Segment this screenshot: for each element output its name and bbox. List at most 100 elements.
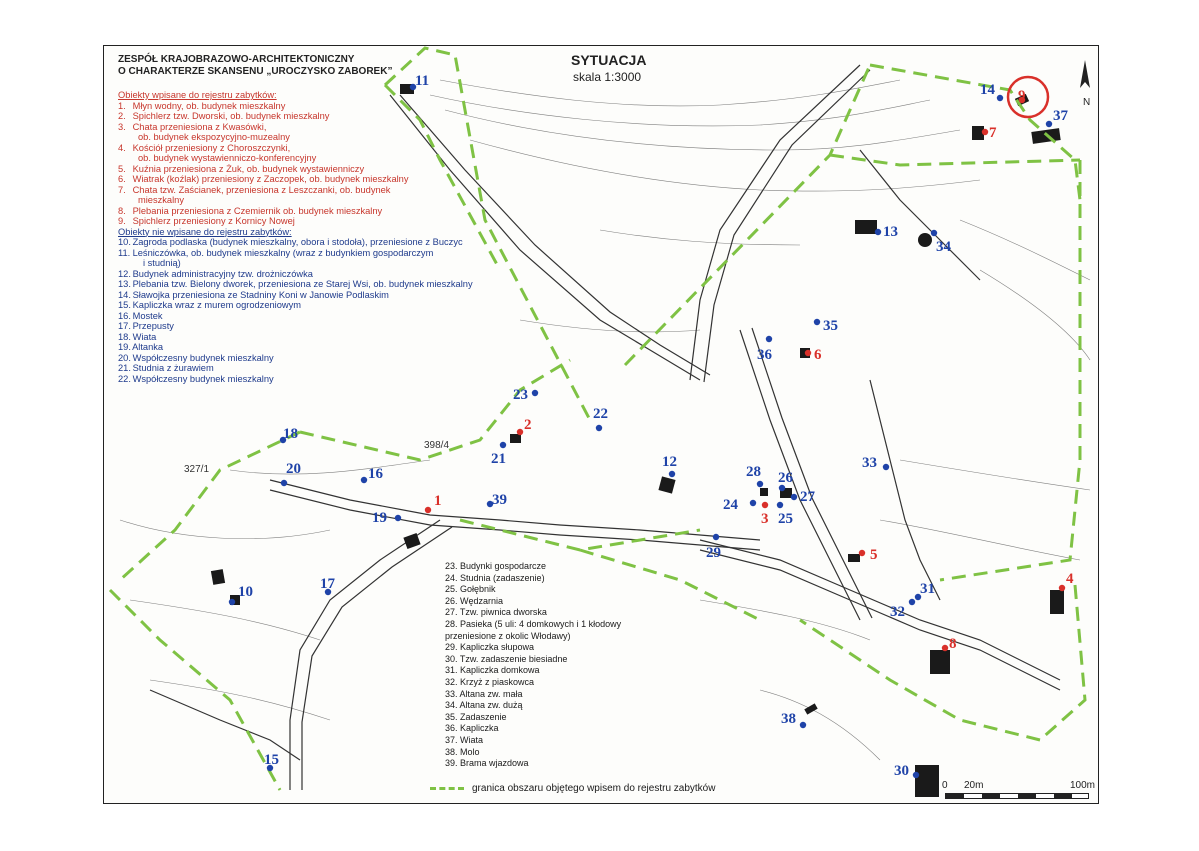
unregistered-marker-dot <box>776 501 784 509</box>
unregistered-marker-dot <box>266 764 274 772</box>
legend-item: 11. Leśniczówka, ob. budynek mieszkalny … <box>118 248 473 259</box>
legend-item: 8. Plebania przeniesiona z Czemiernik ob… <box>118 206 473 217</box>
registered-marker-dot <box>804 349 812 357</box>
unregistered-marker-dot <box>930 229 938 237</box>
legend-item: 28. Pasieka (5 uli: 4 domkowych i 1 kłod… <box>445 618 622 629</box>
legend-item: 17. Przepusty <box>118 321 473 332</box>
unregistered-marker-dot <box>324 588 332 596</box>
legend-item: 12. Budynek administracyjny tzw. drożnic… <box>118 269 473 280</box>
legend-item-text: i studnią) <box>143 258 181 268</box>
org-title-line1: ZESPÓŁ KRAJOBRAZOWO-ARCHITEKTONICZNY <box>118 54 355 65</box>
registered-marker-label: 5 <box>870 547 878 563</box>
unregistered-marker-dot <box>756 480 764 488</box>
unregistered-marker-dot <box>908 598 916 606</box>
contour-lines <box>119 79 1091 761</box>
legend-item-text: Kuźnia przeniesiona z Żuk, ob. budynek w… <box>130 163 365 174</box>
registered-marker-dot <box>941 644 949 652</box>
unregistered-marker-dot <box>279 436 287 444</box>
legend-item: 4. Kościół przeniesiony z Choroszczynki, <box>118 143 473 154</box>
registered-header: Obiekty wpisane do rejestru zabytków: <box>118 90 277 100</box>
unregistered-marker-dot <box>360 476 368 484</box>
unregistered-marker-label: 10 <box>238 584 253 600</box>
unregistered-marker-dot <box>499 441 507 449</box>
legend-item-number: 4. <box>118 142 126 153</box>
legend-item: 39. Brama wjazdowa <box>445 758 529 769</box>
boundary-legend-text: granica obszaru objętego wpisem do rejes… <box>472 783 716 794</box>
unregistered-marker-dot <box>409 83 417 91</box>
legend-item: 24. Studnia (zadaszenie) <box>445 572 545 583</box>
legend-item-text: Leśniczówka, ob. budynek mieszkalny (wra… <box>130 247 434 258</box>
legend-item: 15. Kapliczka wraz z murem ogrodzeniowym <box>118 300 473 311</box>
unregistered-marker-dot <box>668 470 676 478</box>
unregistered-marker-dot <box>749 499 757 507</box>
legend-panel: Obiekty wpisane do rejestru zabytków: 1.… <box>118 90 473 384</box>
legend-item-text: Kościół przeniesiony z Choroszczynki, <box>130 142 291 153</box>
registered-marker-dot <box>761 501 769 509</box>
legend-item-number: 8. <box>118 205 126 216</box>
legend-item-text: Kapliczka wraz z murem ogrodzeniowym <box>130 300 302 310</box>
legend-item: 6. Wiatrak (koźlak) przeniesiony z Zaczo… <box>118 174 473 185</box>
unregistered-marker-dot <box>1045 120 1053 128</box>
legend-item: 13. Plebania tzw. Bielony dworek, przeni… <box>118 279 473 290</box>
unregistered-marker-label: 37 <box>1053 108 1069 124</box>
legend-item-text: Plebania tzw. Bielony dworek, przeniesio… <box>130 279 473 289</box>
legend-item: 2. Spichlerz tzw. Dworski, ob. budynek m… <box>118 111 473 122</box>
legend-item: 20. Współczesny budynek mieszkalny <box>118 353 473 364</box>
legend-item: 7. Chata tzw. Zaścianek, przeniesiona z … <box>118 185 473 196</box>
unregistered-marker-dot <box>813 318 821 326</box>
registered-marker-label: 4 <box>1066 571 1074 587</box>
registered-marker-dot <box>516 428 524 436</box>
legend-item: 32. Krzyż z piaskowca <box>445 676 535 687</box>
legend-item: 22. Współczesny budynek mieszkalny <box>118 374 473 385</box>
legend-item-number: 19. <box>118 342 131 352</box>
legend-item: 1. Młyn wodny, ob. budynek mieszkalny <box>118 101 473 112</box>
legend-item-number: 11. <box>118 247 131 258</box>
legend-item: 27. Tzw. piwnica dworska <box>445 607 547 618</box>
unregistered-marker-label: 16 <box>368 466 384 482</box>
legend-item-text: Plebania przeniesiona z Czemiernik ob. b… <box>130 205 383 216</box>
legend-item-number: 5. <box>118 163 126 174</box>
legend-item: ob. budynek ekspozycyjno-muzealny <box>118 132 473 143</box>
legend-item: 10. Zagroda podlaska (budynek mieszkalny… <box>118 237 473 248</box>
unregistered-marker-dot <box>790 493 798 501</box>
legend-item: 38. Molo <box>445 746 480 757</box>
unregistered-marker-label: 28 <box>746 464 761 480</box>
unregistered-marker-label: 31 <box>920 581 935 597</box>
legend-item-number: 14. <box>118 289 131 300</box>
legend-item: 35. Zadaszenie <box>445 711 507 722</box>
legend-item: 9. Spichlerz przeniesiony z Kornicy Nowe… <box>118 216 473 227</box>
legend-item-number: 2. <box>118 111 126 121</box>
object-markers: 1234567891011121314151617181920212223242… <box>228 73 1074 779</box>
unregistered-marker-dot <box>765 335 773 343</box>
highlight-circle <box>1006 75 1050 119</box>
unregistered-header: Obiekty nie wpisane do rejestru zabytków… <box>118 226 292 237</box>
registered-marker-dot <box>424 506 432 514</box>
legend-item-number: 3. <box>118 121 126 132</box>
parcel-label: 327/1 <box>184 464 210 475</box>
unregistered-marker-label: 21 <box>491 451 506 467</box>
legend-item: 18. Wiata <box>118 332 473 343</box>
unregistered-marker-label: 26 <box>778 470 794 486</box>
registered-marker-label: 6 <box>814 347 822 363</box>
legend-item-number: 22. <box>118 373 131 384</box>
legend-item: 16. Mostek <box>118 311 473 322</box>
legend-item: 33. Altana zw. mała <box>445 688 523 699</box>
legend-item: mieszkalny <box>118 195 473 206</box>
legend-item-text: Spichlerz tzw. Dworski, ob. budynek mies… <box>130 111 330 121</box>
legend-item-text: ob. budynek wystawienniczo-konferencyjny <box>138 153 317 163</box>
legend-item: 14. Sławojka przeniesiona ze Stadniny Ko… <box>118 290 473 301</box>
org-title-line2: O CHARAKTERZE SKANSENU „UROCZYSKO ZABORE… <box>118 66 393 77</box>
unregistered-marker-dot <box>778 484 786 492</box>
legend-item-text: Zagroda podlaska (budynek mieszkalny, ob… <box>130 237 463 247</box>
svg-text:N: N <box>1083 97 1090 108</box>
unregistered-marker-label: 24 <box>723 497 739 513</box>
legend-item: 31. Kapliczka domkowa <box>445 665 540 676</box>
page-title: SYTUACJA <box>571 52 647 68</box>
legend-item: 5. Kuźnia przeniesiona z Żuk, ob. budyne… <box>118 164 473 175</box>
legend-item-text: mieszkalny <box>138 195 184 205</box>
unregistered-marker-dot <box>712 533 720 541</box>
unregistered-marker-label: 22 <box>593 406 608 422</box>
legend-item: 3. Chata przeniesiona z Kwasówki, <box>118 122 473 133</box>
